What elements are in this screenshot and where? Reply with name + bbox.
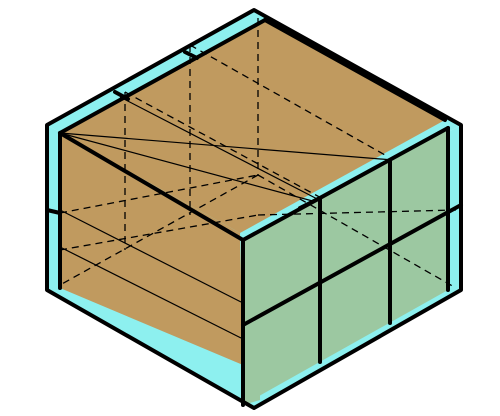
tan-front-top-left [58,131,245,242]
tan-seam-line [59,209,242,303]
hidden-edge-4 [189,44,386,156]
hidden-edge-8 [257,209,457,216]
tan-box-left-face [60,133,243,365]
frame-top-inner-right [263,18,447,122]
tan-box-top-face [60,20,445,233]
hidden-edge-7 [59,214,259,251]
green-top-edge-short [298,196,322,210]
bold-edges [45,8,463,410]
green-horizontal-divider [241,203,463,327]
left-face-seam [45,208,62,215]
frame-top-inner-left [58,18,267,135]
hidden-edge-3 [257,174,457,289]
tan-box [59,20,445,365]
tan-front-top-right [241,126,450,242]
hidden-edge-2 [59,174,259,286]
hidden-edge-6 [59,174,259,214]
tan-top-line-a [119,96,326,204]
top-divider-1 [113,90,130,101]
top-divider-2 [183,50,199,60]
outer-silhouette [45,8,463,410]
tan-seam-line-2 [59,246,242,339]
tan-top-line-c [59,132,394,161]
hidden-edges [59,18,457,289]
hidden-edge-5 [124,91,326,201]
